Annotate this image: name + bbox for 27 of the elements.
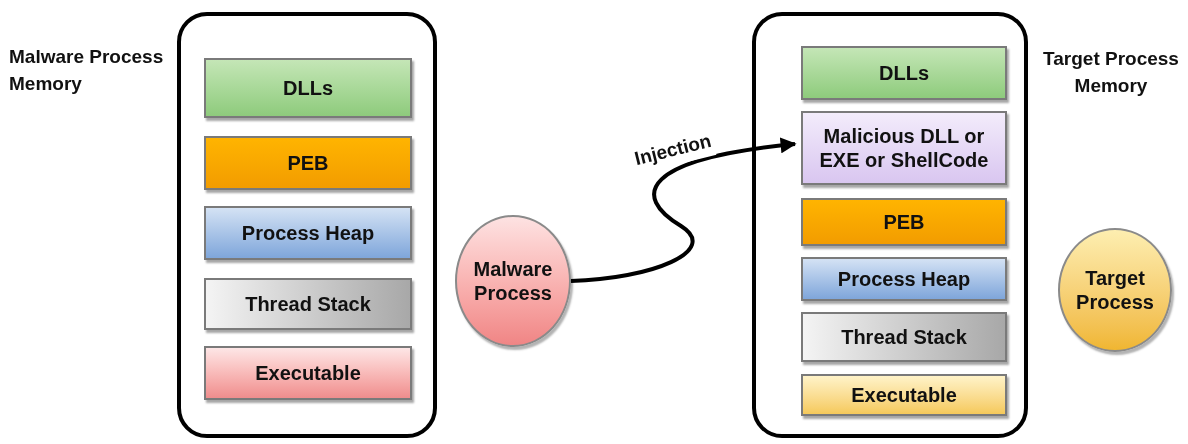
node-label: Thread Stack <box>245 292 371 316</box>
memory-block <box>801 198 1007 246</box>
panel-heading: Target Process Memory <box>1042 47 1180 98</box>
memory-block <box>801 374 1007 416</box>
node-label: Executable <box>851 383 957 407</box>
node-label: Malicious DLL or EXE or ShellCode <box>818 124 990 172</box>
memory-block <box>801 46 1007 100</box>
memory-block <box>204 136 412 190</box>
node-label: DLLs <box>283 76 333 100</box>
memory-block <box>801 257 1007 301</box>
memory-block <box>801 312 1007 362</box>
memory-block <box>801 111 1007 185</box>
curved-arrow <box>570 137 797 283</box>
node-label: Malware Process <box>472 257 554 305</box>
memory-block <box>204 58 412 118</box>
node-label: Thread Stack <box>841 325 967 349</box>
node-label: PEB <box>883 210 925 234</box>
node-label: Target Process <box>1075 266 1155 314</box>
panel-heading: Malware Process Memory <box>9 45 165 96</box>
node-label: Executable <box>255 361 361 385</box>
memory-block <box>204 206 412 260</box>
memory-block <box>204 278 412 330</box>
memory-block <box>204 346 412 400</box>
node-label: Process Heap <box>837 267 971 291</box>
node-label: PEB <box>287 151 329 175</box>
node-label: DLLs <box>879 61 929 85</box>
node-label: Process Heap <box>241 221 375 245</box>
